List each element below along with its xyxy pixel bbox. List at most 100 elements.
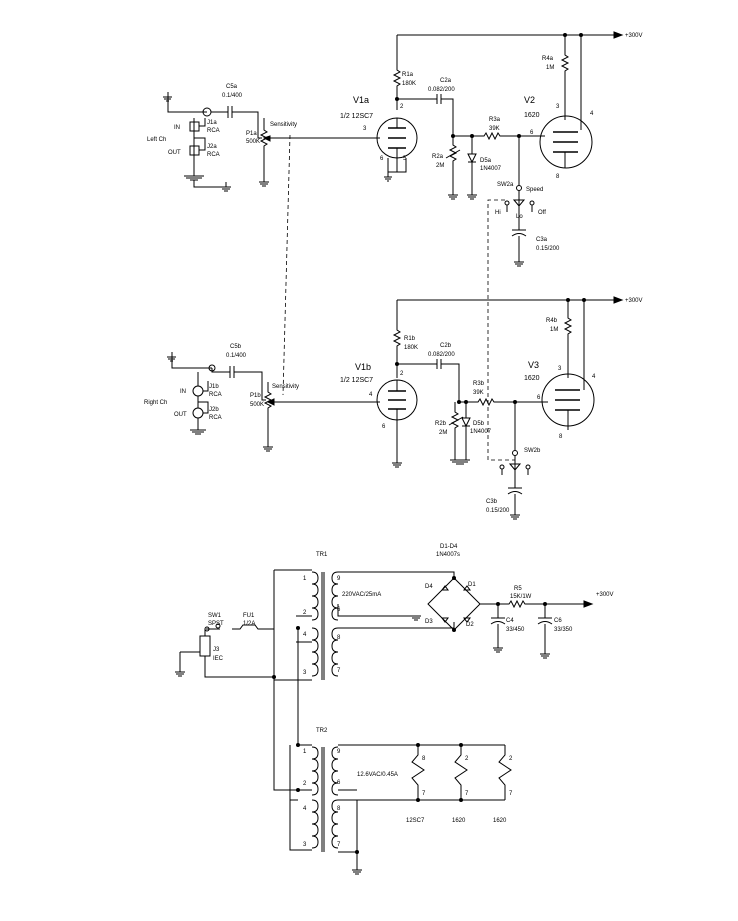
d3-label: D3	[425, 619, 433, 625]
svg-text:6: 6	[537, 395, 541, 401]
c2b-ref: C2b	[440, 343, 452, 349]
d1-label: D1	[468, 582, 476, 588]
speed-switch-linkage	[487, 199, 515, 461]
c5b-ref: C5b	[230, 344, 242, 350]
r4a-ref: R4a	[542, 56, 554, 62]
j3-ref: J3	[213, 647, 220, 653]
j2a-val: RCA	[207, 152, 220, 158]
tr1-ref: TR1	[316, 552, 328, 558]
fu1-ref: FU1	[243, 613, 255, 619]
sw1-val: SPST	[208, 621, 224, 627]
j1b-val: RCA	[209, 392, 222, 398]
tube-1620-b: 1620	[493, 818, 507, 824]
svg-text:8: 8	[559, 434, 563, 440]
d1d4-ref: D1-D4	[440, 544, 458, 550]
c2a-ref: C2a	[440, 78, 452, 84]
p1b-ref: P1b	[250, 393, 261, 399]
p1b-val: 500K	[250, 402, 264, 408]
svg-text:3: 3	[363, 126, 367, 132]
svg-text:2: 2	[465, 756, 469, 762]
svg-text:8: 8	[556, 174, 560, 180]
hi-label: Hi	[495, 210, 501, 216]
hv-label: 220VAC/25mA	[342, 592, 381, 598]
c3b-ref: C3b	[486, 499, 498, 505]
c3a-val: 0.15/200	[536, 246, 560, 252]
svg-text:1: 1	[303, 576, 307, 582]
j1b-ref: J1b	[209, 384, 219, 390]
r1a-ref: R1a	[402, 72, 414, 78]
svg-text:5: 5	[403, 156, 407, 162]
r1b-ref: R1b	[404, 336, 416, 342]
d5b-val: 1N4007	[470, 429, 492, 435]
r3b-val: 39K	[473, 390, 484, 396]
svg-text:6: 6	[530, 130, 534, 136]
v1b-type: 1/2 12SC7	[340, 377, 373, 384]
c2b-val: 0.082/200	[428, 352, 455, 358]
c3b-val: 0.15/200	[486, 508, 510, 514]
svg-text:9: 9	[337, 749, 341, 755]
fu1-val: 1/2A	[243, 621, 255, 627]
heater-1620-b: 2 7 1620	[493, 745, 513, 824]
v2-type: 1620	[524, 112, 540, 119]
r4a-val: 1M	[546, 65, 554, 71]
svg-text:3: 3	[303, 670, 307, 676]
heater-12sc7: 8 7 12SC7	[406, 743, 426, 824]
sw2a-ref: SW2a	[497, 182, 514, 188]
svg-text:6: 6	[382, 424, 386, 430]
p1a-val: 500K	[246, 139, 260, 145]
svg-text:2: 2	[400, 371, 404, 377]
j1a-val: RCA	[207, 128, 220, 134]
sw1-ref: SW1	[208, 613, 222, 619]
channel-label: Left Ch	[147, 137, 166, 143]
off-label: Off	[538, 210, 546, 216]
rail-label: +300V	[625, 33, 643, 39]
r2b-val: 2M	[439, 430, 447, 436]
out-label-b: OUT	[174, 412, 187, 418]
tube-12sc7: 12SC7	[406, 818, 425, 824]
c6-val: 33/350	[554, 627, 573, 633]
heater-1620-a: 2 7 1620	[452, 743, 469, 824]
r1a-val: 180K	[402, 81, 416, 87]
tube-1620-a: 1620	[452, 818, 466, 824]
svg-text:6: 6	[337, 780, 341, 786]
j2b-val: RCA	[209, 415, 222, 421]
right-channel-circuit: +300V R1b 180K 2 V1b 1/2 12SC7 4 6 C2b 0…	[144, 296, 643, 520]
c2a-val: 0.082/200	[428, 87, 455, 93]
v1a-type: 1/2 12SC7	[340, 113, 373, 120]
p1a-name: Sensitivity	[270, 122, 297, 128]
c3a-ref: C3a	[536, 237, 548, 243]
svg-text:2: 2	[303, 610, 307, 616]
p1b-name: Sensitivity	[272, 384, 299, 390]
in-label: IN	[174, 125, 180, 131]
c5a-val: 0.1/400	[222, 93, 243, 99]
p1a-ref: P1a	[246, 131, 257, 137]
lo-label: Lo	[516, 214, 523, 220]
d5a-val: 1N4007	[480, 166, 502, 172]
j1a-ref: J1a	[207, 120, 217, 126]
power-supply-circuit: TR1 1 2 4 3 9 6 8 7 220VAC/25mA D1-D4 1N…	[175, 544, 614, 875]
svg-text:7: 7	[465, 791, 469, 797]
sw2b-ref: SW2b	[524, 448, 541, 454]
v1a-ref: V1a	[353, 95, 369, 105]
rail-label-c: +300V	[596, 592, 614, 598]
svg-text:7: 7	[422, 791, 426, 797]
out-label: OUT	[168, 150, 181, 156]
v3-type: 1620	[524, 375, 540, 382]
r5-val: 15K/1W	[510, 594, 532, 600]
svg-text:8: 8	[422, 756, 426, 762]
svg-text:3: 3	[558, 366, 562, 372]
svg-text:4: 4	[369, 392, 373, 398]
c5b-val: 0.1/400	[226, 353, 247, 359]
svg-text:8: 8	[337, 635, 341, 641]
d4-label: D4	[425, 584, 433, 590]
in-label-b: IN	[180, 389, 186, 395]
c4-val: 33/450	[506, 627, 525, 633]
d5a-ref: D5a	[480, 158, 492, 164]
j2b-ref: J2b	[209, 407, 219, 413]
v1b-ref: V1b	[355, 362, 371, 372]
v2-ref: V2	[524, 95, 535, 105]
r4b-ref: R4b	[546, 318, 558, 324]
r1b-val: 180K	[404, 345, 418, 351]
tr2-ref: TR2	[316, 728, 328, 734]
